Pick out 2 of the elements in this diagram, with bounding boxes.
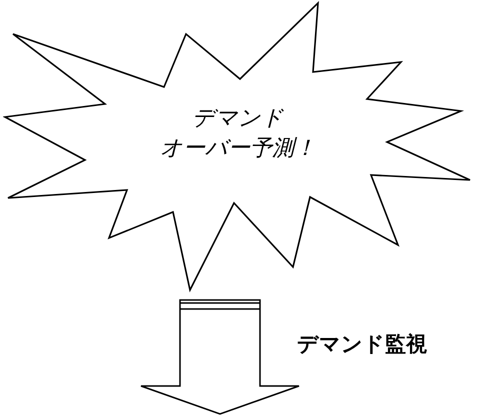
callout-text: デマンドオーバー予測！ [159,105,317,163]
arrow-label: デマンド監視 [297,331,427,358]
